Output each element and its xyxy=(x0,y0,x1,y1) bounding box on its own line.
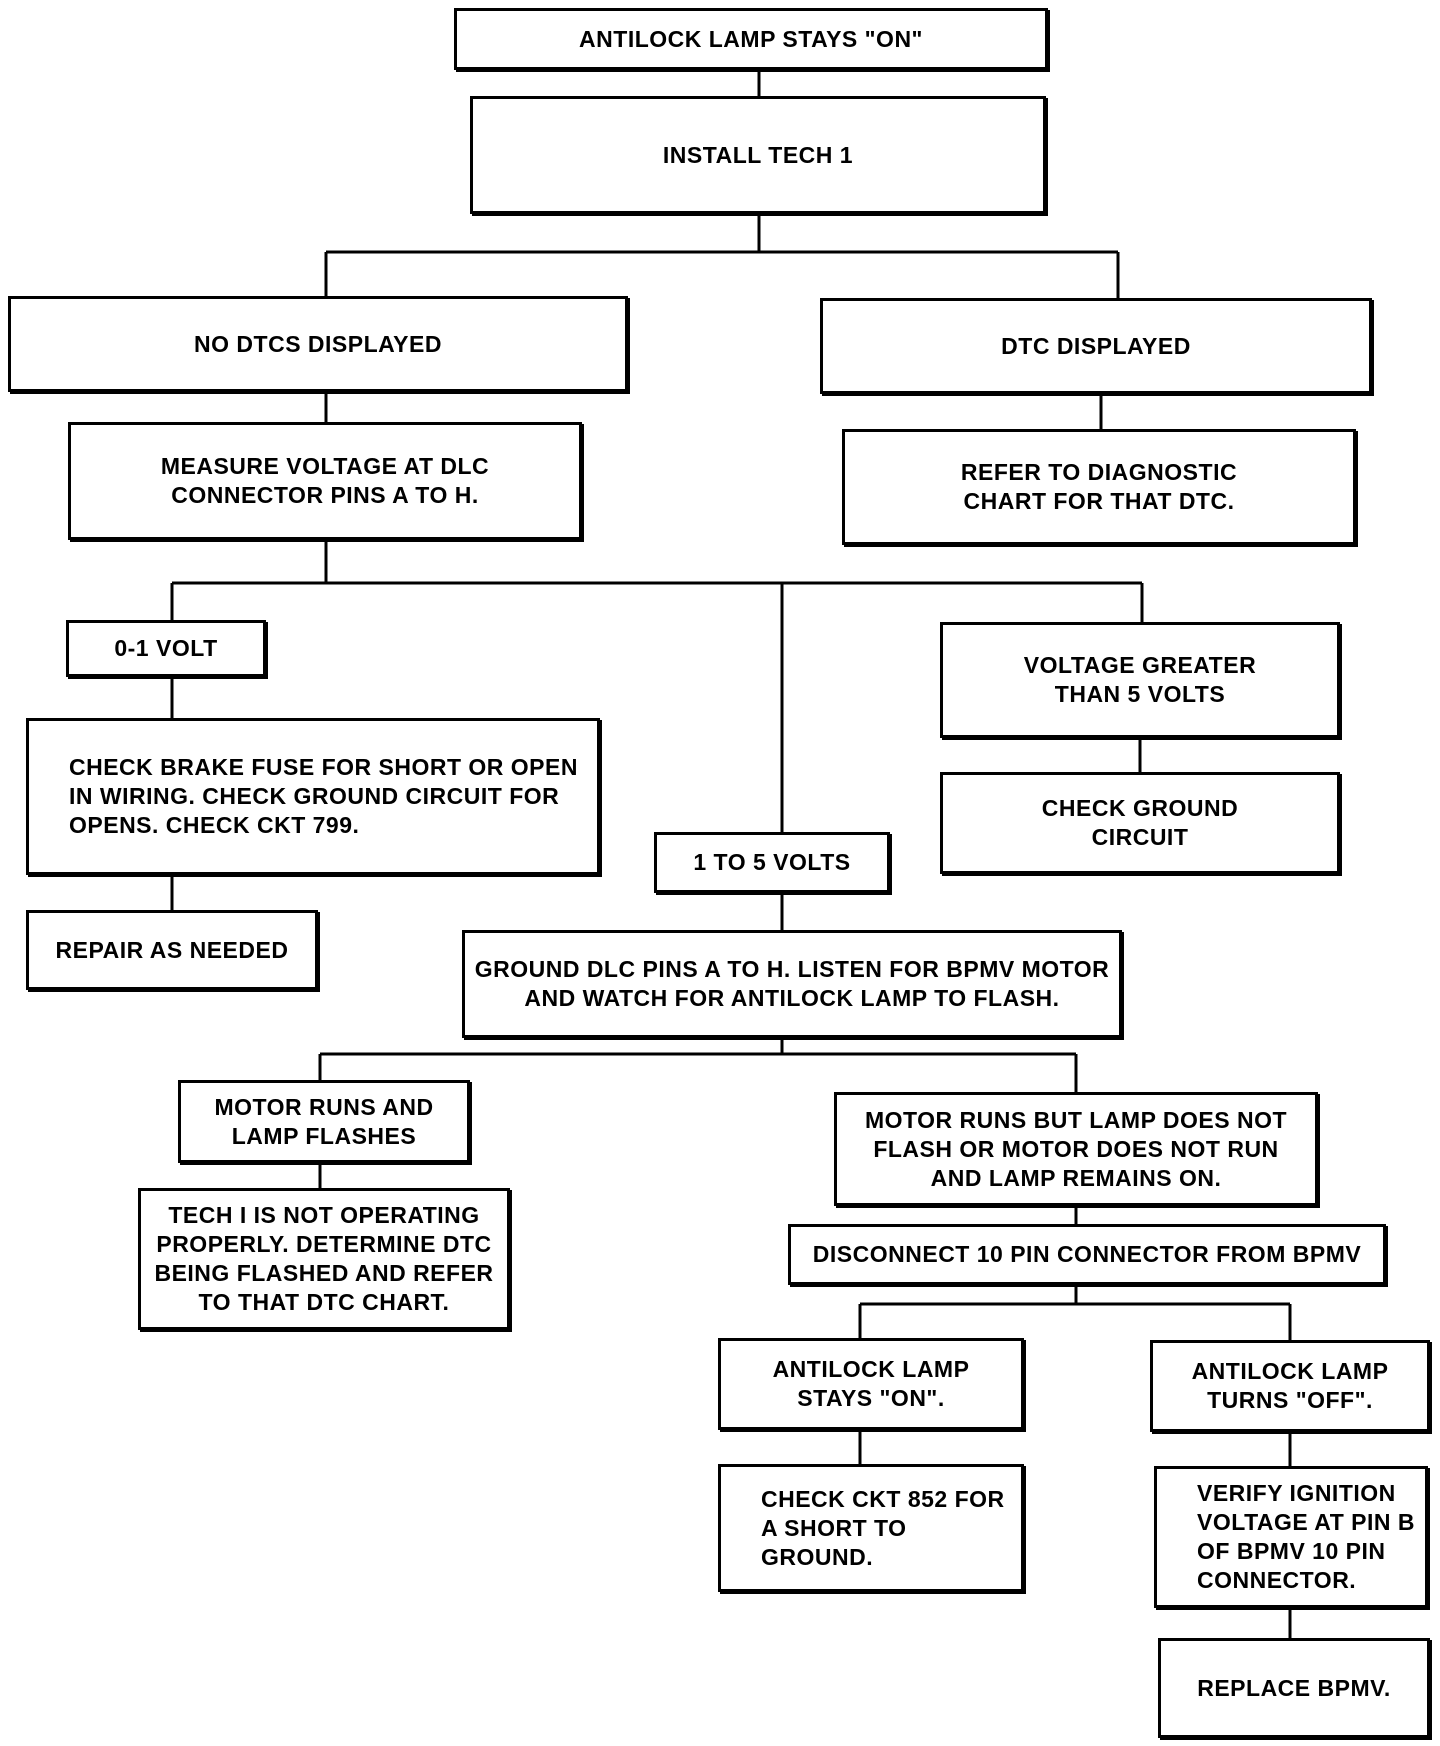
ground-dlc-box: GROUND DLC PINS A TO H. LISTEN FOR BPMV … xyxy=(462,930,1122,1038)
start-box: ANTILOCK LAMP STAYS "ON" xyxy=(454,8,1048,70)
motor-runs-no-flash-box: MOTOR RUNS BUT LAMP DOES NOT FLASH OR MO… xyxy=(834,1092,1318,1206)
disconnect-10pin-box: DISCONNECT 10 PIN CONNECTOR FROM BPMV xyxy=(788,1224,1386,1285)
no-dtcs-box: NO DTCS DISPLAYED xyxy=(8,296,628,392)
install-tech1-box: INSTALL TECH 1 xyxy=(470,96,1046,214)
check-ckt-852-box: CHECK CKT 852 FOR A SHORT TO GROUND. xyxy=(718,1464,1024,1592)
check-ground-circuit-box: CHECK GROUND CIRCUIT xyxy=(940,772,1340,874)
lamp-stays-on-box: ANTILOCK LAMP STAYS "ON". xyxy=(718,1338,1024,1430)
measure-voltage-box: MEASURE VOLTAGE AT DLC CONNECTOR PINS A … xyxy=(68,422,582,540)
dtc-displayed-box: DTC DISPLAYED xyxy=(820,298,1372,394)
motor-runs-flashes-box: MOTOR RUNS AND LAMP FLASHES xyxy=(178,1080,470,1163)
voltage-greater-5-box: VOLTAGE GREATER THAN 5 VOLTS xyxy=(940,622,1340,738)
one-to-five-volts-box: 1 TO 5 VOLTS xyxy=(654,832,890,893)
repair-as-needed-box: REPAIR AS NEEDED xyxy=(26,910,318,990)
zero-one-volt-box: 0-1 VOLT xyxy=(66,620,266,677)
check-brake-fuse-box: CHECK BRAKE FUSE FOR SHORT OR OPEN IN WI… xyxy=(26,718,600,875)
verify-ignition-box: VERIFY IGNITION VOLTAGE AT PIN B OF BPMV… xyxy=(1154,1466,1428,1608)
refer-diagnostic-box: REFER TO DIAGNOSTIC CHART FOR THAT DTC. xyxy=(842,429,1356,545)
replace-bpmv-box: REPLACE BPMV. xyxy=(1158,1638,1430,1738)
tech1-not-operating-box: TECH I IS NOT OPERATING PROPERLY. DETERM… xyxy=(138,1188,510,1330)
lamp-turns-off-box: ANTILOCK LAMP TURNS "OFF". xyxy=(1150,1340,1430,1432)
